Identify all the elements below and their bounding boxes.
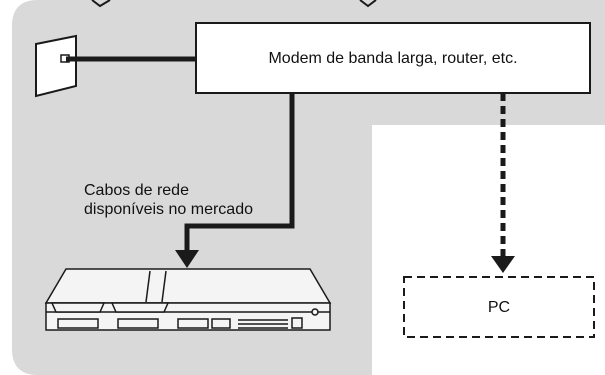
pc-box (403, 276, 595, 338)
top-decoration (91, 0, 111, 8)
game-console-icon (44, 268, 332, 331)
cable-label-line-1: Cabos de rede (84, 182, 189, 199)
top-decoration (359, 0, 377, 8)
pc-arrowhead (491, 256, 515, 273)
wall-jack-icon (35, 34, 77, 98)
pc-label: PC (487, 298, 511, 316)
console-cable (184, 93, 295, 252)
console-arrowhead (175, 250, 199, 268)
modem-label: Modem de banda larga, router, etc. (268, 49, 518, 67)
cable-label: Cabos de rede disponíveis no mercado (84, 181, 253, 219)
modem-box (195, 22, 591, 94)
cable-label-line-2: disponíveis no mercado (84, 201, 253, 218)
